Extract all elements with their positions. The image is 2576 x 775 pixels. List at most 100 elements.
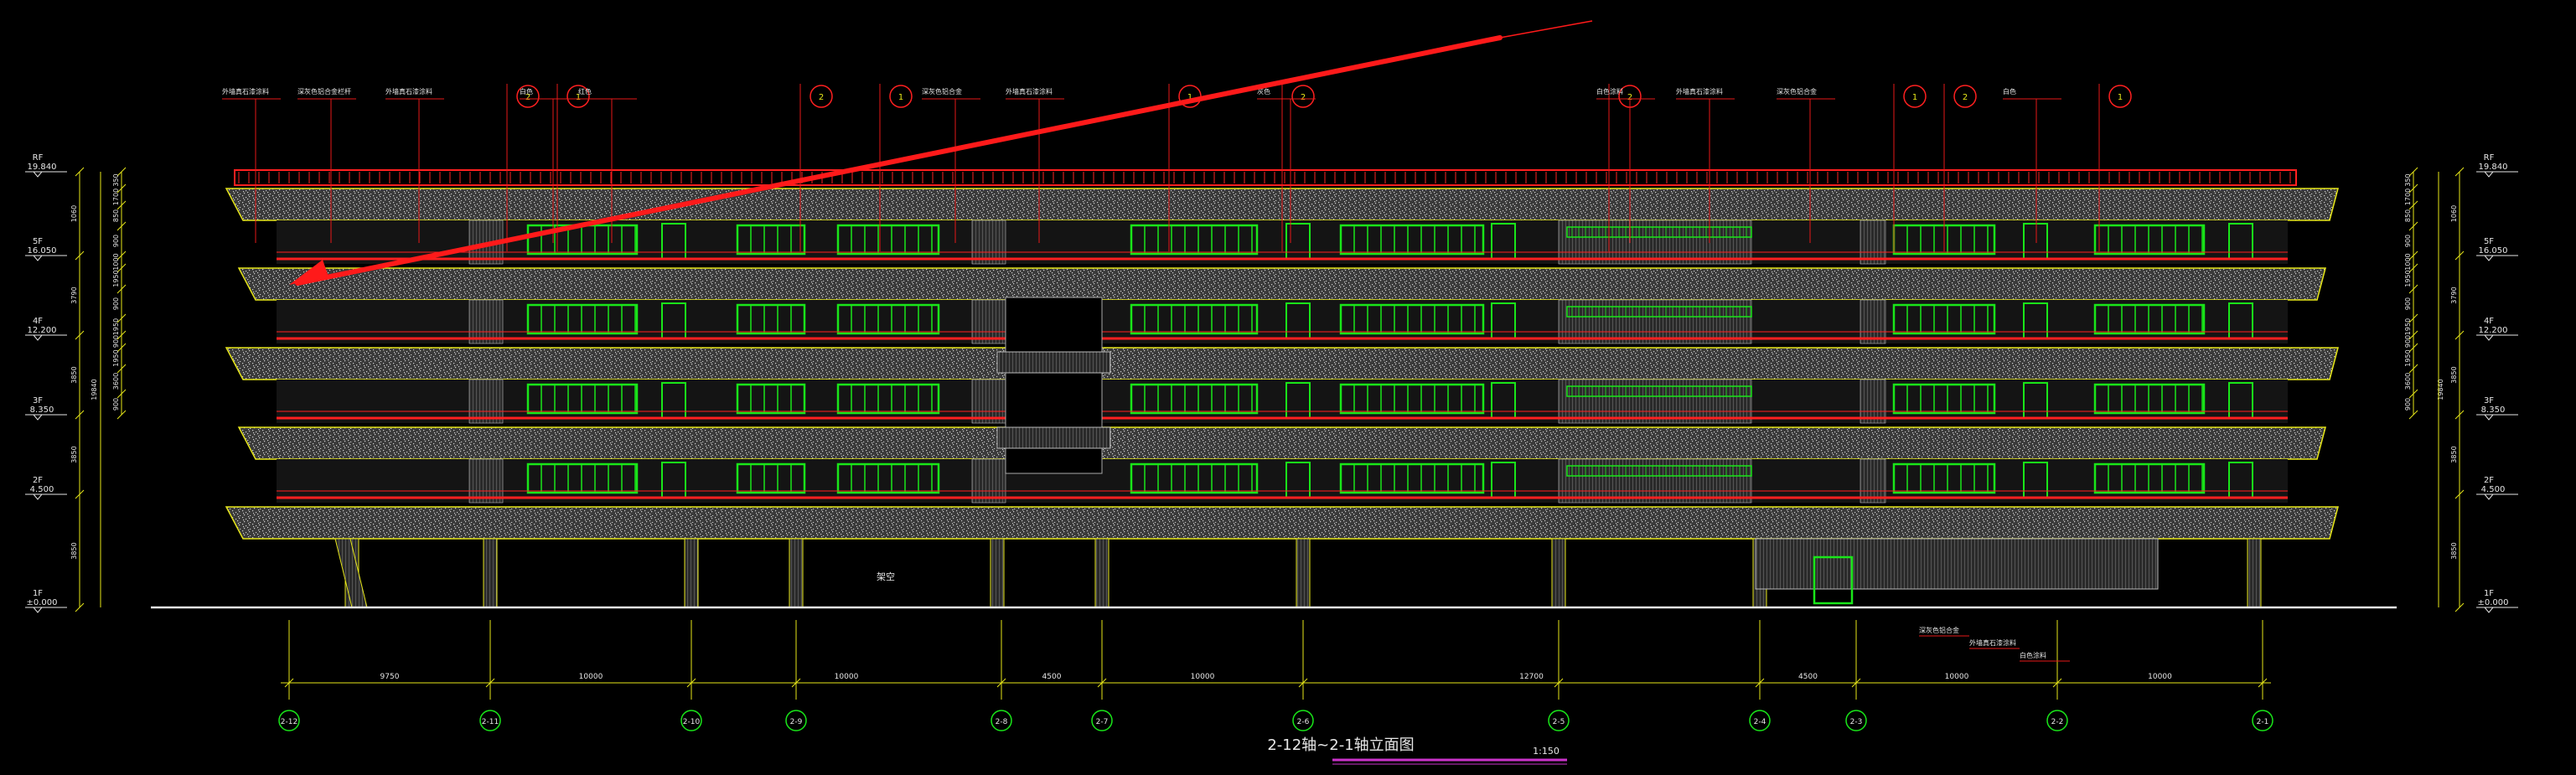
grid-axis-label: 2-12 (281, 718, 297, 726)
grid-axis-label: 2-10 (683, 718, 701, 726)
dim-right-outer-label: 3850 (2450, 446, 2458, 462)
callout-circle (1953, 85, 1977, 108)
column (1094, 538, 1110, 608)
callout-note: 红色 (578, 87, 592, 96)
level-elev-left: 12.200 (28, 326, 57, 335)
dim-left-outer-tick (75, 602, 85, 612)
dim-right-inner-tick (2408, 221, 2418, 231)
column (684, 538, 699, 608)
callout-circle (810, 85, 833, 108)
dim-bottom-tick (485, 678, 495, 688)
window-frame (2093, 462, 2206, 494)
level-name-right: 4F (2484, 317, 2494, 326)
dim-left-inner-label: 900 (112, 335, 120, 348)
callout-note: 深灰色铝合金 (922, 87, 962, 96)
callout-number: 1 (576, 93, 581, 102)
level-elev-left: 16.050 (28, 246, 57, 256)
callout-note: 外墙真石漆涂料 (1676, 87, 1723, 96)
window-frame (836, 462, 940, 494)
callout-note: 深灰色铝合金栏杆 (297, 87, 351, 96)
callout-note: 外墙真石漆涂料 (1006, 87, 1053, 96)
level-triangle (2483, 171, 2495, 178)
callout-note: 白色涂料 (1596, 87, 1623, 96)
hatched-wall (468, 299, 504, 344)
dim-right-inner-label: 850 (2404, 209, 2412, 222)
callout-number: 2 (1627, 93, 1632, 102)
callout-number: 1 (1187, 93, 1192, 102)
window-frame (1339, 224, 1485, 256)
dim-left-inner-tick (116, 263, 127, 273)
storey-wall (277, 459, 2288, 503)
callout-number: 2 (1301, 93, 1306, 102)
grid-axis-label: 2-3 (1850, 718, 1863, 726)
dim-right-outer-label: 3850 (2450, 366, 2458, 383)
window-frame (526, 383, 639, 415)
bottom-note: 白色涂料 (2020, 651, 2046, 659)
annotation-arrow-shaft (295, 35, 1503, 286)
level-name-right: RF (2484, 153, 2495, 163)
dim-right-inner-tick (2408, 389, 2418, 399)
dim-right-inner-label: 900 (2404, 297, 2412, 310)
callout-note: 白色 (2003, 87, 2016, 96)
dim-right-outer-label: 3790 (2450, 287, 2458, 303)
level-elev-left: 4.500 (30, 485, 54, 494)
callout-number: 2 (1963, 93, 1968, 102)
level-triangle (2483, 414, 2495, 421)
dim-right-inner-label: 900 (2404, 335, 2412, 348)
level-name-left: 1F (33, 589, 43, 598)
callout-number: 1 (2118, 93, 2123, 102)
dim-bottom-tick (2258, 678, 2268, 688)
hatched-wall (971, 220, 1006, 265)
dim-right-outer-tick (2454, 251, 2465, 261)
dim-bottom-tick (686, 678, 696, 688)
dim-right-outer-tick (2454, 167, 2465, 177)
callout-note: 灰色 (1257, 87, 1270, 96)
dim-right-inner-label: 350 (2404, 173, 2412, 186)
dim-left-inner-label: 3600 (112, 373, 120, 390)
storey-wall (277, 300, 2288, 344)
dim-right-inner-tick (2408, 313, 2418, 323)
dim-bottom-tick (1851, 678, 1861, 688)
hatched-wall (971, 379, 1006, 424)
dim-bottom-label: 4500 (1798, 673, 1818, 681)
dim-left-outer-tick (75, 167, 85, 177)
floor-slab-band (225, 347, 2339, 380)
dim-left-inner-label: 1950 (112, 349, 120, 366)
dim-left-inner-tick (116, 389, 127, 399)
building-facade (151, 169, 2397, 609)
bridge-deck (996, 426, 1111, 449)
level-triangle (32, 607, 44, 613)
hatched-wall (971, 458, 1006, 504)
dim-left-outer-label: 1060 (70, 205, 78, 222)
dim-left-outer-label: 3790 (70, 287, 78, 303)
dim-left-inner-label: 1700 (112, 189, 120, 205)
dim-right-inner-label: 1950 (2404, 349, 2412, 366)
callout-number: 1 (1912, 93, 1917, 102)
dim-bottom-tick (1298, 678, 1308, 688)
level-elev-right: 4.500 (2481, 485, 2506, 494)
level-marker-right-2F: 2F4.500 (2476, 476, 2518, 500)
window-frame (1130, 303, 1259, 335)
callout-circle (516, 85, 540, 108)
bottom-note: 深灰色铝合金 (1919, 626, 1959, 634)
annotation-arrow (289, 20, 1593, 286)
dim-left-inner-label: 1950 (112, 318, 120, 335)
floor-slab-band (237, 426, 2326, 460)
ground-door (1813, 555, 1854, 605)
annotation-arrow-tail (1499, 20, 1593, 39)
dim-right-inner-tick (2408, 263, 2418, 273)
window-frame (1339, 462, 1485, 494)
dim-left-inner-tick (116, 330, 127, 340)
window-frame (836, 303, 940, 335)
callout-note: 外墙真石漆涂料 (385, 87, 432, 96)
dim-right-inner-tick (2408, 183, 2418, 194)
dim-left-inner-label: 1000 (112, 253, 120, 270)
level-triangle (2483, 607, 2495, 613)
grid-bubble (991, 710, 1012, 731)
dim-right-inner-label: 900 (2404, 398, 2412, 411)
column (990, 538, 1005, 608)
